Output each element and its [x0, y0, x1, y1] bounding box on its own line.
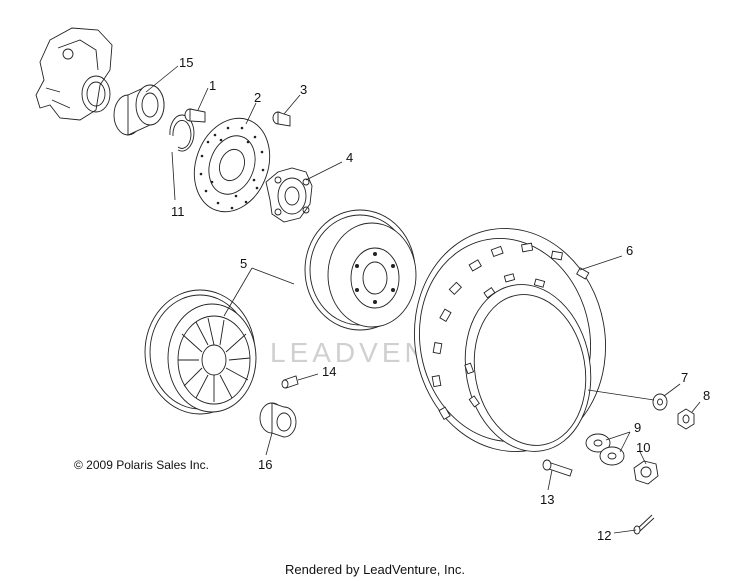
label-12: 12	[597, 528, 611, 543]
label-16: 16	[258, 457, 272, 472]
label-15: 15	[179, 55, 193, 70]
leader-lines	[145, 65, 701, 534]
label-7: 7	[681, 370, 688, 385]
wheel-rim-front-view	[144, 289, 257, 415]
label-4: 4	[346, 150, 353, 165]
tire	[413, 228, 607, 452]
hub-bolt	[272, 111, 291, 127]
label-14: 14	[322, 364, 336, 379]
label-11: 11	[171, 204, 185, 219]
label-2: 2	[254, 90, 261, 105]
valve-stem	[281, 375, 299, 389]
wheel-stud	[542, 459, 573, 477]
label-9: 9	[634, 420, 641, 435]
castle-nut	[633, 460, 659, 485]
brake-disc	[193, 117, 271, 213]
label-10: 10	[636, 440, 650, 455]
washer	[652, 393, 668, 411]
label-6: 6	[626, 243, 633, 258]
lug-nut	[677, 408, 695, 430]
label-1: 1	[209, 78, 216, 93]
cotter-pin	[633, 514, 655, 535]
copyright-notice: © 2009 Polaris Sales Inc.	[74, 458, 209, 472]
part-number-labels: 15 1 2 3 4 11 5 6 14 7 8 9 10 16 13 12	[171, 55, 710, 543]
wheel-bearing	[113, 84, 165, 136]
label-5: 5	[240, 256, 247, 271]
brake-bolt	[184, 108, 206, 123]
steering-knuckle	[35, 27, 113, 121]
hub-bearing	[259, 402, 297, 438]
label-13: 13	[540, 492, 554, 507]
label-8: 8	[703, 388, 710, 403]
retaining-ring	[169, 114, 195, 152]
spacer-washers	[585, 433, 625, 466]
wheel-hub	[265, 167, 313, 223]
wheel-rim-rear-view	[304, 209, 417, 331]
label-3: 3	[300, 82, 307, 97]
footer-credit: Rendered by LeadVenture, Inc.	[285, 562, 465, 577]
